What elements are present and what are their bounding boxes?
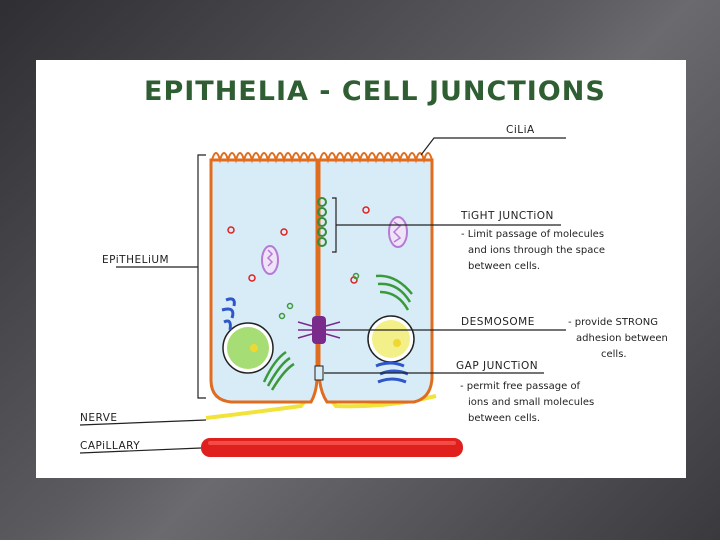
cilia-right [320,153,432,160]
note-desmosome-1: - provide STRONG [568,317,658,328]
capillary-vessel [201,438,463,457]
label-tight-junction: TiGHT JUNCTiON [460,210,554,222]
diagram-title: EPITHELIA - CELL JUNCTIONS [144,76,606,107]
label-desmosome: DESMOSOME [461,316,535,328]
label-cilia: CiLiA [506,124,535,136]
note-desmosome-3: cells. [601,349,627,360]
cilia-leader [421,138,566,155]
epithelium-bracket [198,155,206,398]
note-gap-junction-2: ions and small molecules [468,397,594,408]
note-tight-junction-1: - Limit passage of molecules [461,229,604,240]
right-mitochondrion [389,217,407,247]
left-nucleolus [250,344,258,352]
label-epithelium: EPiTHELiUM [102,254,169,266]
label-gap-junction: GAP JUNCTiON [456,360,538,372]
label-capillary: CAPiLLARY [80,440,140,452]
note-tight-junction-3: between cells. [468,261,540,272]
gap-junction-channel [315,366,323,380]
label-nerve: NERVE [80,412,118,424]
note-tight-junction-2: and ions through the space [468,245,605,256]
right-nucleus [372,320,410,358]
note-desmosome-2: adhesion between [576,333,668,344]
right-nucleolus [393,339,401,347]
diagram-card: EPITHELIA - CELL JUNCTIONS [36,60,686,478]
right-cell [319,160,432,402]
capillary-highlight [208,441,456,445]
left-nucleus [227,327,269,369]
note-gap-junction-3: between cells. [468,413,540,424]
cell-junction-diagram: EPITHELIA - CELL JUNCTIONS [36,60,686,478]
note-gap-junction-1: - permit free passage of [460,381,581,392]
